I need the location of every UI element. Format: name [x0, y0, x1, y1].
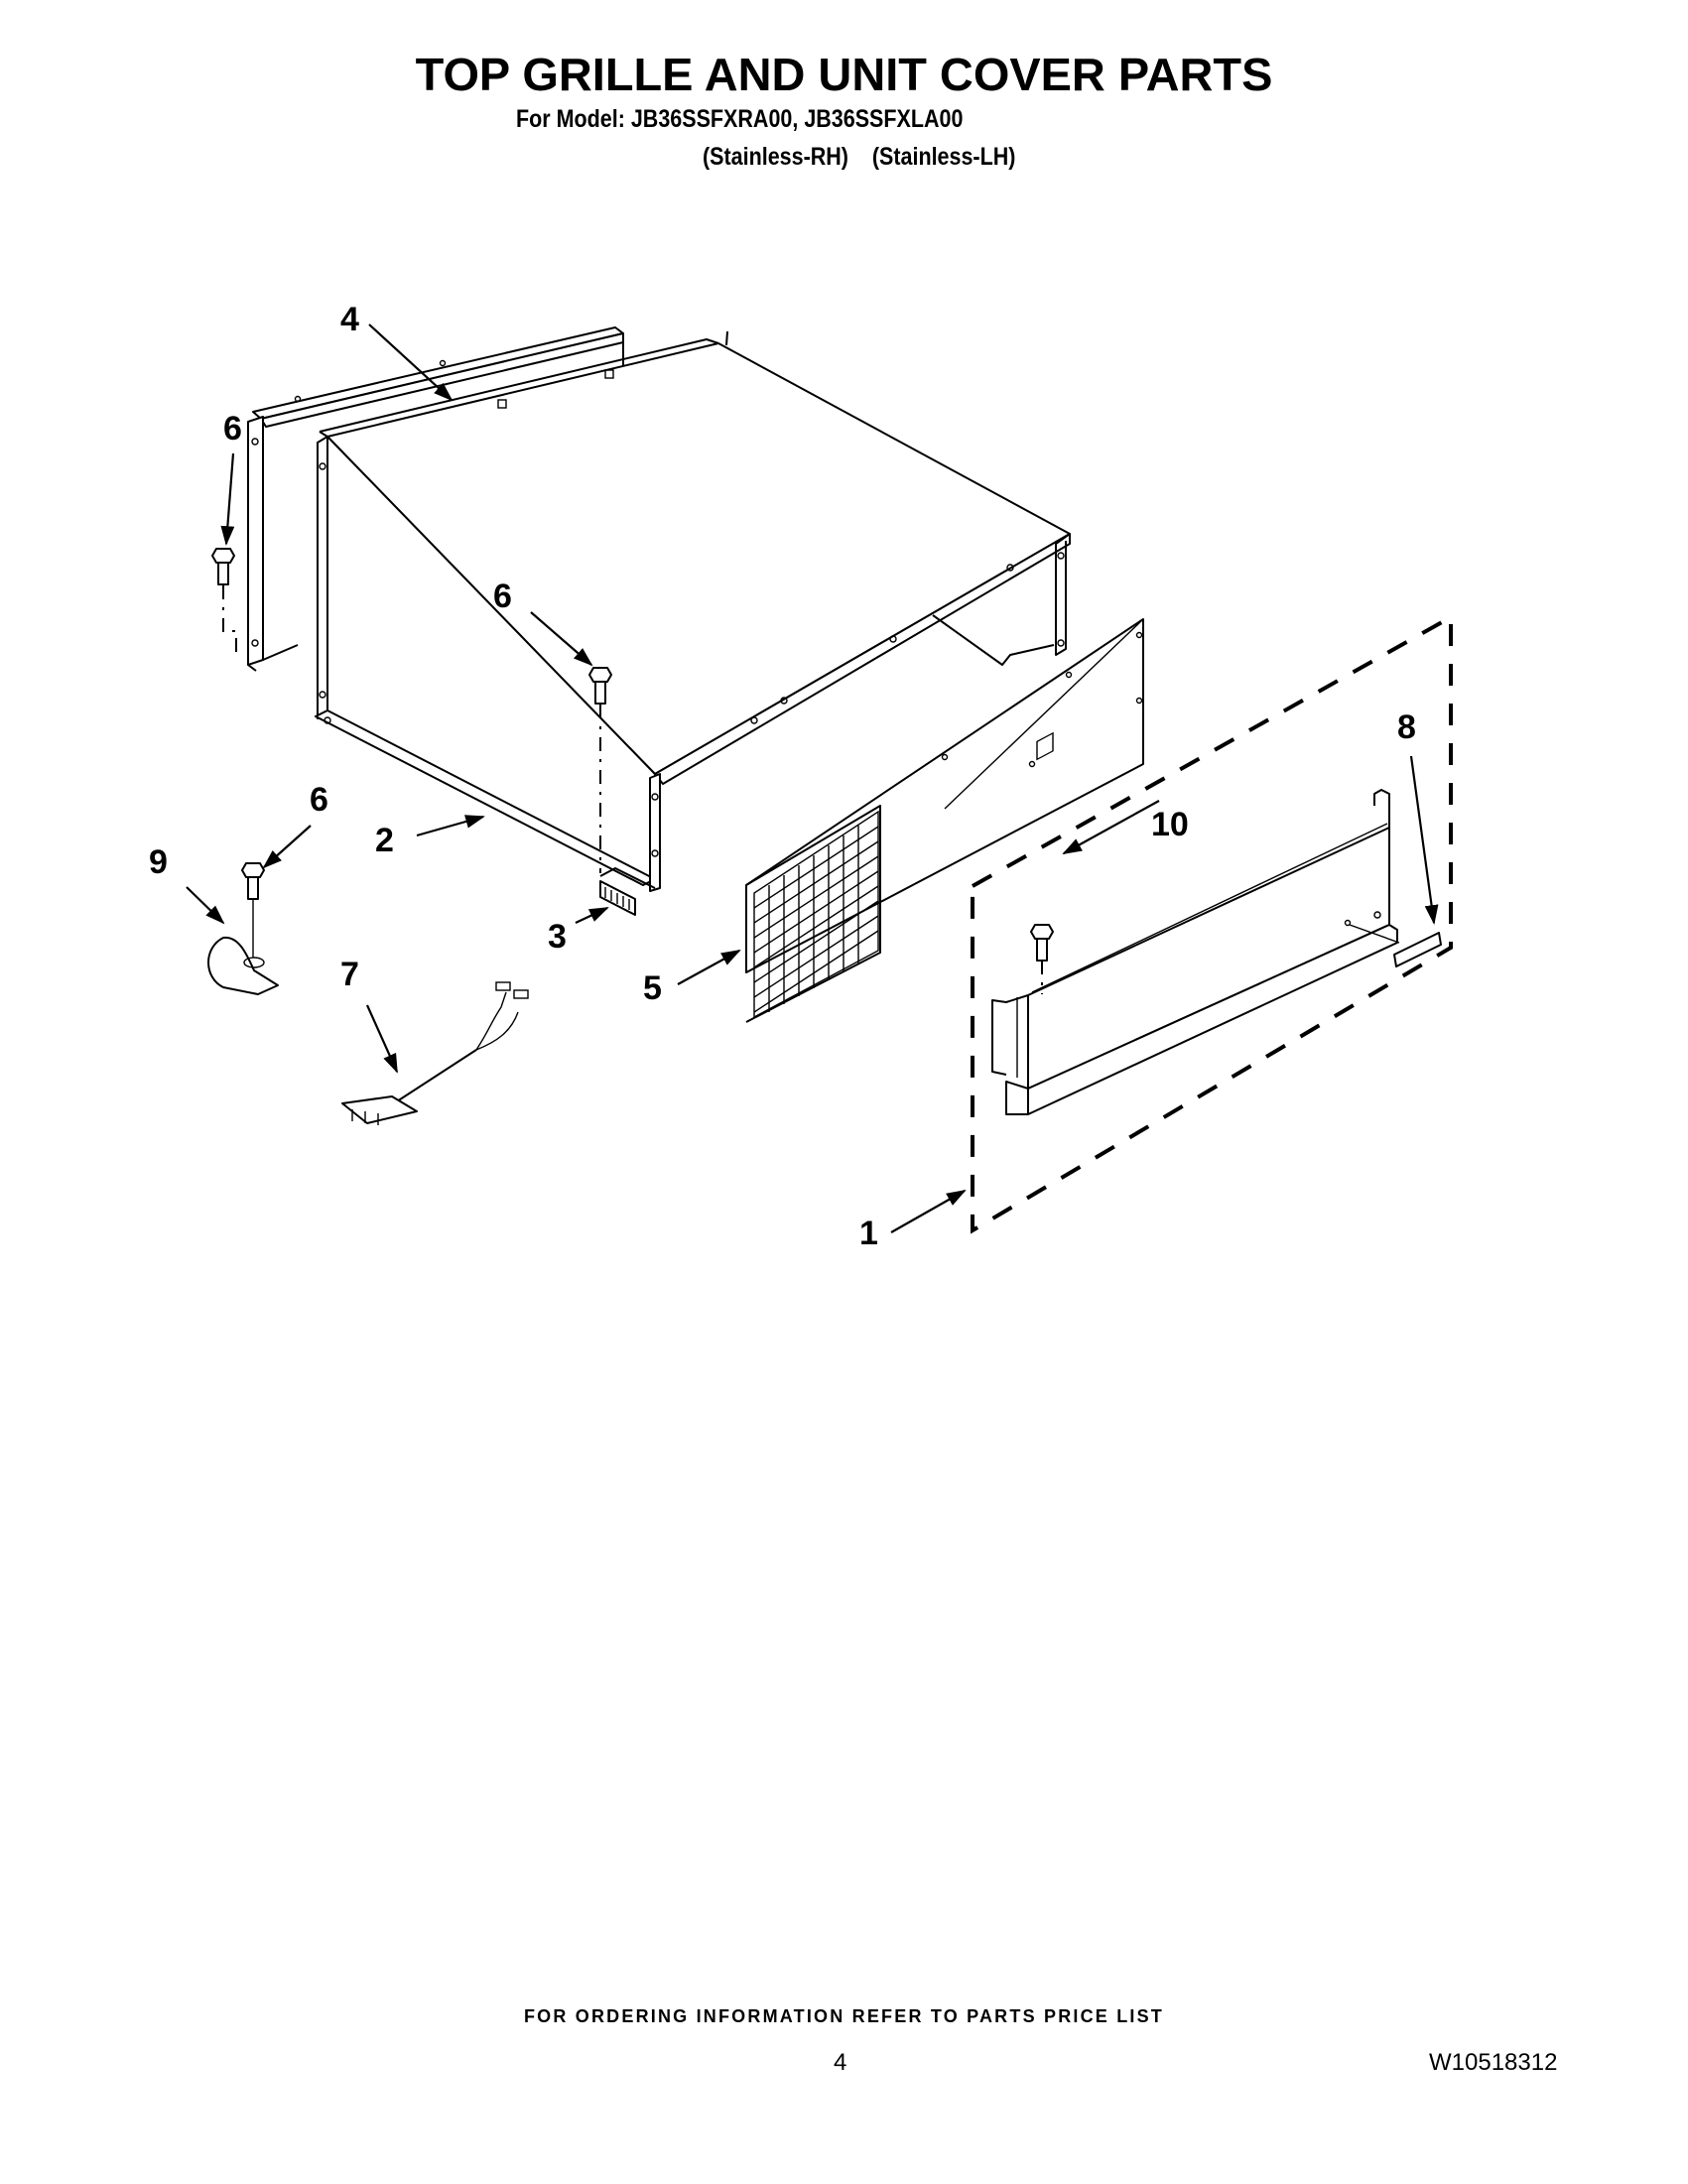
callout-label-7: 7	[340, 956, 359, 993]
callout-label-10: 10	[1151, 806, 1189, 843]
part-4-rear-bracket	[247, 326, 624, 672]
callout-label-4: 4	[340, 301, 359, 338]
screw-6c	[241, 862, 265, 958]
callout-4: 4	[340, 301, 454, 402]
callout-label-3: 3	[548, 918, 567, 956]
callout-9: 9	[149, 843, 225, 925]
variant-rh: (Stainless-RH)	[703, 143, 848, 171]
part-7-wire-harness	[341, 981, 529, 1125]
part-8-badge	[1393, 932, 1442, 967]
part-5-grille-panel	[745, 618, 1144, 1023]
page-title: TOP GRILLE AND UNIT COVER PARTS	[415, 49, 1273, 100]
ordering-note: FOR ORDERING INFORMATION REFER TO PARTS …	[523, 2006, 1164, 2026]
grille-louvers	[753, 810, 879, 1019]
callout-7: 7	[340, 956, 399, 1074]
callout-10: 10	[1062, 800, 1189, 854]
callout-3: 3	[548, 907, 609, 956]
callout-label-8: 8	[1397, 708, 1416, 746]
screw-10	[1030, 924, 1054, 994]
callout-label-6: 6	[493, 578, 512, 615]
model-variants: (Stainless-RH) (Stainless-LH)	[703, 145, 1015, 170]
part-9-clamp	[207, 936, 279, 995]
callout-6b: 6	[493, 578, 593, 667]
screw-6a	[211, 548, 237, 660]
callout-label-6: 6	[310, 781, 328, 819]
callout-1: 1	[859, 1190, 967, 1252]
part-3-clip	[599, 880, 636, 916]
page-number: 4	[834, 2049, 847, 2076]
callout-6a: 6	[220, 410, 242, 546]
callout-label-6: 6	[223, 410, 242, 448]
document-number: W10518312	[1429, 2049, 1558, 2076]
callout-label-5: 5	[643, 969, 662, 1007]
part-2-unit-cover	[315, 330, 1071, 892]
variant-lh: (Stainless-LH)	[871, 143, 1016, 171]
callout-8: 8	[1397, 708, 1439, 925]
callout-5: 5	[643, 950, 741, 1007]
callout-2: 2	[375, 815, 485, 859]
part-1-top-grille	[991, 789, 1400, 1115]
part-1-assembly-boundary	[971, 613, 1453, 1234]
callout-6c: 6	[262, 781, 328, 869]
callout-label-2: 2	[375, 822, 394, 859]
model-line: For Model: JB36SSFXRA00, JB36SSFXLA00	[516, 105, 964, 133]
screw-6b	[588, 667, 612, 873]
callout-label-1: 1	[859, 1215, 878, 1252]
callout-label-9: 9	[149, 843, 168, 881]
